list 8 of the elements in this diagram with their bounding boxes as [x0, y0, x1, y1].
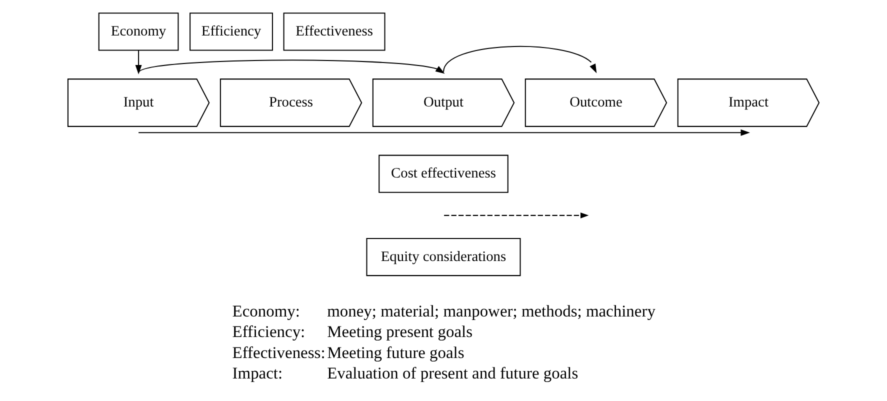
label: Meeting future goals	[327, 342, 464, 362]
label: Impact:	[232, 362, 283, 382]
label: Efficiency:	[232, 322, 306, 341]
label: Economy:	[232, 301, 300, 320]
label: Effectiveness:	[232, 342, 326, 362]
label: money; material; manpower; methods; machinery	[327, 301, 656, 320]
label: Evaluation of present and future goals	[327, 362, 578, 382]
label: Meeting present goals	[327, 322, 473, 341]
